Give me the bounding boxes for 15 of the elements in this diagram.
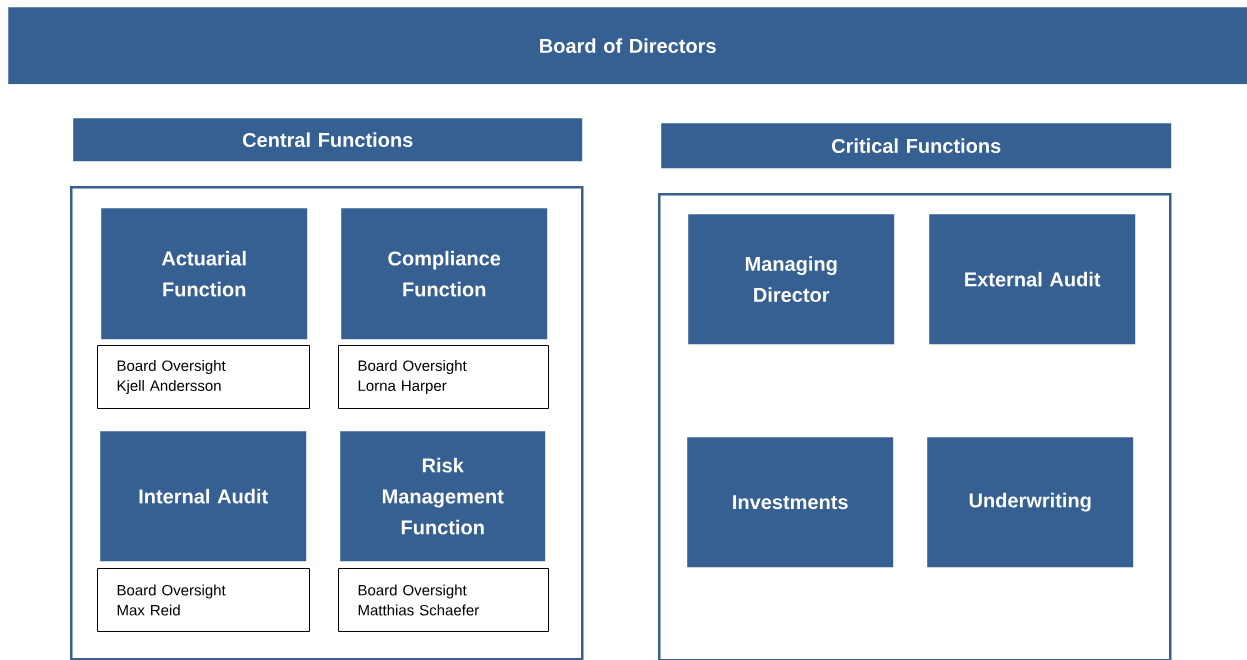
function-box: Managing Director — [688, 214, 895, 345]
function-box: Investments — [687, 437, 894, 568]
section-header: Central Functions — [73, 118, 583, 162]
oversight-box: Board Oversight Matthias Schaefer — [338, 568, 549, 632]
title-banner: Board of Directors — [8, 7, 1247, 85]
function-box: Risk Management Function — [340, 431, 546, 562]
function-box: Underwriting — [927, 437, 1134, 568]
oversight-box: Board Oversight Max Reid — [97, 568, 310, 632]
function-box: Actuarial Function — [101, 208, 308, 340]
function-box: External Audit — [929, 214, 1136, 345]
oversight-box: Board Oversight Lorna Harper — [338, 345, 549, 409]
section-header: Critical Functions — [661, 123, 1172, 169]
function-box: Compliance Function — [341, 208, 548, 340]
function-box: Internal Audit — [100, 431, 307, 562]
oversight-box: Board Oversight Kjell Andersson — [97, 345, 310, 409]
